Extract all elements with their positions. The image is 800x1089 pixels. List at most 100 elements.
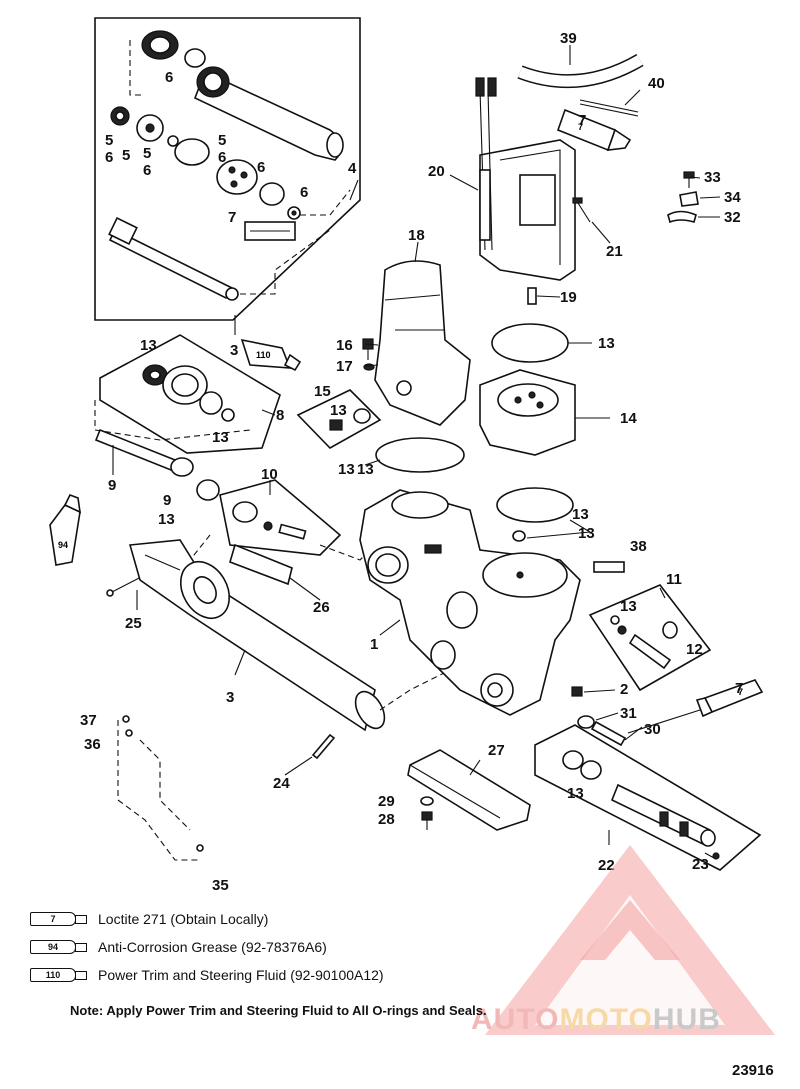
callout-numbers: 6 5 6 5 5 6 5 6 6 6 4 7 3 39 40 7 20 33 …	[80, 30, 743, 894]
callout: 13	[140, 337, 157, 354]
callout: 9	[163, 492, 171, 509]
watermark-part: MOTO	[559, 1003, 653, 1036]
callout: 25	[125, 615, 142, 632]
callout: 9	[108, 477, 116, 494]
pump-motor	[475, 77, 576, 281]
callout: 13	[357, 461, 374, 478]
relief-valve-detail-box	[588, 584, 712, 692]
callout: 3	[226, 689, 234, 706]
callout: 18	[408, 227, 425, 244]
callout: 13	[212, 429, 229, 446]
callout: 21	[606, 243, 623, 260]
watermark-logo	[485, 845, 775, 1035]
part-38-label	[593, 561, 625, 573]
callout: 24	[273, 775, 290, 792]
fittings-2-31-30	[571, 686, 627, 747]
callout: 39	[560, 30, 577, 47]
fluid-tube-110	[240, 338, 302, 372]
callout: 6	[218, 149, 226, 166]
callout: 13	[578, 525, 595, 542]
callout: 13	[598, 335, 615, 352]
callout: 6	[257, 159, 265, 176]
legend-row: 110 Power Trim and Steering Fluid (92-90…	[30, 961, 450, 989]
callout: 34	[724, 189, 741, 206]
callout: 1	[370, 636, 378, 653]
callout: 10	[261, 466, 278, 483]
legend-row: 7 Loctite 271 (Obtain Locally)	[30, 905, 450, 933]
callout: 40	[648, 75, 665, 92]
callout: 13	[620, 598, 637, 615]
part-27-plate	[407, 749, 531, 831]
fill-plug-detail-box	[296, 389, 382, 449]
callout: 6	[300, 184, 308, 201]
tube-icon: 7	[30, 911, 88, 927]
callout: 6	[105, 149, 113, 166]
callout: 26	[313, 599, 330, 616]
legend-row: 94 Anti-Corrosion Grease (92-78376A6)	[30, 933, 450, 961]
callout: 31	[620, 705, 637, 722]
tube-label-110: 110	[256, 350, 271, 360]
callout: 14	[620, 410, 637, 427]
loctite-tube-top	[556, 108, 632, 152]
callout: 6	[165, 69, 173, 86]
part-9-rod	[94, 428, 220, 501]
callout: 7	[228, 209, 236, 226]
callout: 37	[80, 712, 97, 729]
callout: 20	[428, 163, 445, 180]
callout: 13	[567, 785, 584, 802]
figure-number: 23916	[732, 1062, 774, 1079]
screw-28-washer-29	[420, 796, 434, 830]
leader-lines	[112, 45, 721, 859]
watermark-part: HUB	[652, 1003, 721, 1036]
callout: 5	[122, 147, 130, 164]
lubricant-legend: 7 Loctite 271 (Obtain Locally) 94 Anti-C…	[30, 905, 450, 989]
callout: 3	[230, 342, 238, 359]
callout: 5	[143, 145, 151, 162]
callout: 13	[338, 461, 355, 478]
assembly-note: Note: Apply Power Trim and Steering Flui…	[70, 1003, 487, 1018]
reservoir	[374, 260, 471, 426]
callout: 36	[84, 736, 101, 753]
callout: 38	[630, 538, 647, 555]
callout: 4	[348, 160, 357, 177]
screws-21-19	[527, 197, 591, 305]
part-24-screw	[311, 733, 336, 760]
valve-detail-box-10	[219, 479, 342, 556]
trim-cylinder-detail-box	[94, 17, 361, 321]
mount-bracket	[117, 715, 204, 861]
legend-text: Anti-Corrosion Grease (92-78376A6)	[98, 939, 327, 955]
callout: 8	[276, 407, 284, 424]
callout: 29	[378, 793, 395, 810]
callout: 13	[572, 506, 589, 523]
watermark-part: AUTO	[471, 1003, 560, 1036]
main-trim-cylinder	[128, 539, 386, 732]
callout: 17	[336, 358, 353, 375]
callout: 13	[158, 511, 175, 528]
tube-icon: 94	[30, 939, 88, 955]
callout: 5	[218, 132, 226, 149]
tube-label-7-top: 7	[578, 122, 583, 132]
tube-label-94: 94	[58, 540, 68, 550]
hardware-33-34-32	[667, 171, 699, 224]
tube-icon: 110	[30, 967, 88, 983]
callout: 33	[704, 169, 721, 186]
spool-valve-detail-box	[534, 724, 762, 871]
callout: 23	[692, 856, 709, 873]
callout: 30	[644, 721, 661, 738]
callout: 27	[488, 742, 505, 759]
wire-sleeve-and-tie	[517, 53, 644, 117]
callout: 15	[314, 383, 331, 400]
legend-text: Loctite 271 (Obtain Locally)	[98, 911, 269, 927]
callout: 19	[560, 289, 577, 306]
manifold-housing	[359, 489, 581, 716]
callout: 7	[578, 112, 586, 129]
callout: 11	[666, 571, 682, 588]
part-26-sleeve	[229, 543, 293, 586]
callout: 12	[686, 641, 703, 658]
callout: 13	[330, 402, 347, 419]
callout: 28	[378, 811, 395, 828]
o-rings	[375, 323, 574, 542]
callout: 32	[724, 209, 741, 226]
manual-release-detail-box	[99, 334, 281, 454]
